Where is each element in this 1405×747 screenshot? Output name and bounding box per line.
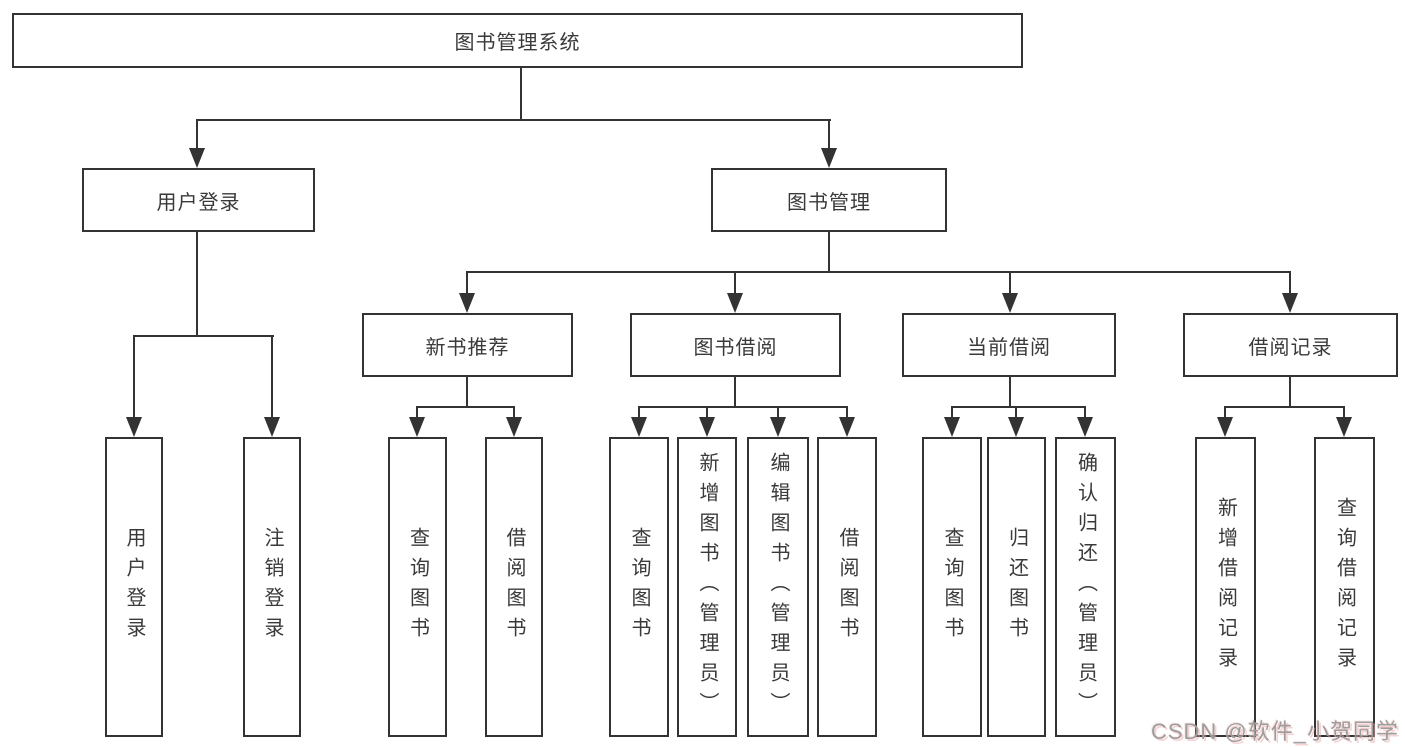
- connector-line: [1289, 377, 1291, 408]
- connector-line: [828, 119, 830, 150]
- node-label: 当前借阅: [967, 336, 1051, 359]
- arrow-down-icon: [1008, 417, 1024, 437]
- connector-line: [734, 377, 736, 408]
- leaf-borrow-books-recommend: 借阅图书: [485, 437, 543, 737]
- node-borrow-records: 借阅记录: [1183, 313, 1398, 377]
- leaf-logout: 注销登录: [243, 437, 301, 737]
- arrow-down-icon: [1077, 417, 1093, 437]
- arrow-down-icon: [1282, 293, 1298, 313]
- node-book-borrow: 图书借阅: [630, 313, 841, 377]
- connector-line: [513, 406, 515, 419]
- node-label: 用户登录: [156, 191, 241, 214]
- connector-line: [706, 406, 708, 419]
- arrow-down-icon: [189, 148, 205, 168]
- node-label: 查询图书: [628, 527, 650, 647]
- connector-line: [846, 406, 848, 419]
- connector-line: [416, 406, 418, 419]
- leaf-query-borrow-record: 查询借阅记录: [1314, 437, 1375, 737]
- connector-line: [1009, 271, 1011, 295]
- arrow-down-icon: [126, 417, 142, 437]
- node-label: 注销登录: [261, 527, 283, 647]
- arrow-down-icon: [821, 148, 837, 168]
- arrow-down-icon: [839, 417, 855, 437]
- connector-line: [520, 68, 522, 119]
- connector-line: [638, 406, 640, 419]
- node-label: 归还图书: [1005, 527, 1028, 647]
- connector-line: [777, 406, 779, 419]
- node-label: 新增图书（管理员）: [696, 452, 718, 722]
- connector-line: [734, 271, 736, 295]
- leaf-edit-book-admin: 编辑图书（管理员）: [747, 437, 809, 737]
- arrow-down-icon: [1002, 293, 1018, 313]
- connector-line: [1224, 406, 1344, 408]
- arrow-down-icon: [770, 417, 786, 437]
- node-current-borrow: 当前借阅: [902, 313, 1116, 377]
- leaf-add-book-admin: 新增图书（管理员）: [677, 437, 737, 737]
- connector-line: [416, 406, 515, 408]
- node-label: 查询图书: [941, 527, 963, 647]
- node-label: 图书管理: [787, 191, 871, 214]
- connector-line: [466, 377, 468, 408]
- arrow-down-icon: [944, 417, 960, 437]
- leaf-borrow-books: 借阅图书: [817, 437, 877, 737]
- leaf-return-books: 归还图书: [987, 437, 1046, 737]
- node-label: 编辑图书（管理员）: [767, 452, 789, 722]
- node-label: 查询图书: [406, 527, 429, 647]
- connector-line: [1009, 377, 1011, 408]
- leaf-add-borrow-record: 新增借阅记录: [1195, 437, 1256, 737]
- connector-line: [951, 406, 953, 419]
- node-label: 借阅图书: [836, 527, 858, 647]
- node-user-login: 用户登录: [82, 168, 315, 232]
- arrow-down-icon: [1336, 417, 1352, 437]
- connector-line: [466, 271, 468, 295]
- node-label: 新书推荐: [425, 336, 510, 359]
- connector-line: [1015, 406, 1017, 419]
- connector-line: [1343, 406, 1345, 419]
- node-library-management-system: 图书管理系统: [12, 13, 1023, 68]
- connector-line: [196, 119, 831, 121]
- arrow-down-icon: [264, 417, 280, 437]
- arrow-down-icon: [409, 417, 425, 437]
- connector-line: [1224, 406, 1226, 419]
- connector-line: [951, 406, 1086, 408]
- node-label: 借阅记录: [1248, 336, 1333, 359]
- connector-line: [466, 271, 1290, 273]
- leaf-query-books-current: 查询图书: [922, 437, 982, 737]
- arrow-down-icon: [631, 417, 647, 437]
- leaf-user-login: 用户登录: [105, 437, 163, 737]
- arrow-down-icon: [727, 293, 743, 313]
- node-label: 图书借阅: [693, 336, 778, 359]
- leaf-query-books-recommend: 查询图书: [388, 437, 447, 737]
- connector-line: [271, 335, 273, 419]
- connector-line: [1289, 271, 1291, 295]
- connector-line: [133, 335, 135, 419]
- leaf-query-books-borrow: 查询图书: [609, 437, 669, 737]
- node-new-book-recommend: 新书推荐: [362, 313, 573, 377]
- connector-line: [638, 406, 848, 408]
- node-label: 查询借阅记录: [1333, 497, 1356, 677]
- arrow-down-icon: [1217, 417, 1233, 437]
- connector-line: [1084, 406, 1086, 419]
- arrow-down-icon: [459, 293, 475, 313]
- csdn-watermark: CSDN @软件_小贺同学: [1150, 719, 1399, 744]
- node-label: 用户登录: [123, 527, 145, 647]
- node-book-management: 图书管理: [711, 168, 947, 232]
- leaf-confirm-return-admin: 确认归还（管理员）: [1055, 437, 1116, 737]
- node-label: 图书管理系统: [454, 32, 581, 54]
- connector-line: [133, 335, 274, 337]
- arrow-down-icon: [506, 417, 522, 437]
- node-label: 借阅图书: [503, 527, 525, 647]
- node-label: 新增借阅记录: [1214, 497, 1237, 677]
- node-label: 确认归还（管理员）: [1074, 452, 1097, 722]
- connector-line: [828, 232, 830, 273]
- connector-line: [196, 232, 198, 337]
- connector-line: [196, 119, 198, 150]
- arrow-down-icon: [699, 417, 715, 437]
